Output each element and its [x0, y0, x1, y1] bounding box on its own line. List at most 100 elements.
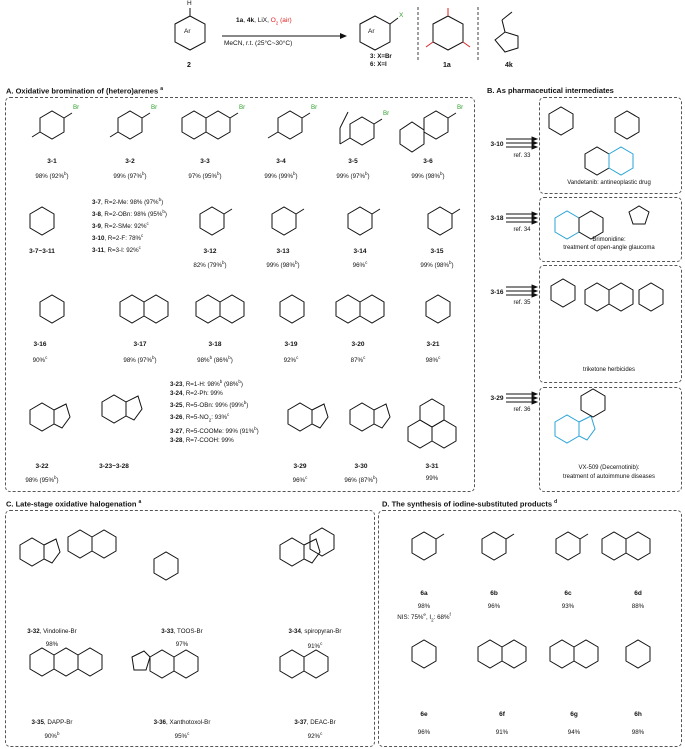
iodo-yield: 98% — [417, 603, 431, 610]
iodo-id: 6b — [490, 590, 498, 597]
label-4k: 4k — [505, 62, 513, 69]
compound-id: 3-1 — [47, 158, 57, 165]
late-stage-name: 3-33, TOOS-Br — [161, 628, 203, 635]
compound-id: 3-17 — [133, 341, 147, 348]
iodo-id: 6e — [420, 711, 428, 718]
compound-yield: 99% (98%b) — [420, 260, 454, 270]
compound-id: 3-20 — [351, 341, 365, 348]
substrate-h: H — [187, 0, 192, 7]
iodo-yield: 96% — [417, 729, 431, 736]
pharma-ref: ref. 33 — [513, 153, 531, 159]
br-label: Br — [239, 104, 246, 111]
compound-id: 3-19 — [284, 341, 298, 348]
compound-id: 3-4 — [276, 158, 286, 165]
substrate-label: 2 — [187, 62, 191, 69]
iodo-yield: 98% — [631, 729, 645, 736]
section-a-title: A. Oxidative bromination of (hetero)aren… — [6, 86, 163, 96]
compound-yield: 99% (98%b) — [411, 171, 445, 181]
list-3-23-3-28: 3-23, R=1-H: 98%b (98%b) 3-24, R=2-Ph: 9… — [170, 379, 259, 445]
compound-id: 3-22 — [35, 463, 49, 470]
iodo-note: NIS: 75%e, I2: 68%f — [397, 612, 451, 623]
conditions-bottom: MeCN, r.t. (25°C~30°C) — [224, 40, 293, 47]
compound-yield: 99% (99%b) — [264, 171, 298, 181]
iodo-yield: 88% — [631, 603, 645, 610]
row2-structures — [29, 206, 461, 236]
compound-yield: 99% (98%b) — [266, 260, 300, 270]
compound-id: 3-15 — [430, 248, 444, 255]
br-label: Br — [73, 104, 80, 111]
iodo-yield: 91% — [495, 729, 509, 736]
pharma-caption: triketone herbicides — [582, 367, 636, 373]
section-d-title: D. The synthesis of iodine-substituted p… — [382, 499, 558, 509]
late-stage-name: 3-37, DEAC-Br — [294, 719, 336, 726]
pharma-box — [539, 197, 682, 262]
br-label: Br — [457, 104, 464, 111]
compound-yield: 96%c — [352, 260, 368, 270]
late-stage-yield: 95%c — [174, 731, 190, 741]
product-x: X — [399, 12, 404, 19]
pharma-id: 3-10 — [490, 141, 504, 148]
compound-yield: 90%c — [32, 355, 48, 365]
br-label: Br — [383, 110, 390, 117]
compound-yield: 97% (95%b) — [188, 171, 222, 181]
compound-yield: 82% (79%b) — [193, 260, 227, 270]
pharma-id: 3-29 — [490, 395, 504, 402]
section-d-box — [378, 510, 682, 747]
reaction-scheme — [174, 7, 519, 62]
compound-yield: 96% (87%b) — [344, 475, 378, 485]
compound-id: 3-5 — [348, 158, 358, 165]
late-stage-name: 3-36, Xanthotoxol-Br — [153, 719, 211, 726]
compound-id: 3-7~3-11 — [29, 248, 55, 255]
iodo-id: 6g — [570, 711, 578, 718]
compound-id: 3-31 — [425, 463, 439, 470]
pharma-caption: Vandetanib: antineoplastic drug — [567, 180, 651, 186]
row4-structures — [29, 394, 457, 449]
compound-id: 3-14 — [353, 248, 367, 255]
pharma-id: 3-18 — [490, 215, 504, 222]
pharma-box — [539, 387, 682, 492]
compound-id: 3-21 — [426, 341, 440, 348]
late-stage-structures — [19, 527, 335, 679]
conditions-top: 1a, 4k, LiX, O2 (air) — [236, 17, 292, 26]
product-3-label: 3: X=Br — [370, 53, 392, 60]
pharma-ref: ref. 34 — [513, 227, 531, 233]
compound-yield: 99% (97%b) — [336, 171, 370, 181]
section-c-title: C. Late-stage oxidative halogenation a — [6, 499, 142, 509]
compound-id: 3-3 — [200, 158, 210, 165]
compound-id: 3-16 — [33, 341, 47, 348]
compound-yield: 87%c — [350, 355, 366, 365]
pharma-arrows — [506, 136, 539, 405]
compound-yield: 98% (95%b) — [25, 475, 59, 485]
iodo-id: 6f — [499, 711, 505, 718]
pharma-structures — [548, 106, 664, 444]
late-stage-name: 3-32, Vindoline-Br — [27, 628, 77, 635]
late-stage-yield: 90%b — [44, 731, 60, 741]
row1-structures — [31, 110, 457, 153]
late-stage-yield: 98% — [45, 641, 59, 648]
compound-yield: 92%c — [283, 355, 299, 365]
compound-id: 3-23~3-28 — [99, 463, 129, 470]
list-3-7-3-11: 3-7, R=2-Me: 98% (97%b) 3-8, R=2-OBn: 98… — [92, 197, 167, 255]
pharma-caption: VX-509 (Decernotinib): — [578, 465, 640, 471]
iodo-structures — [411, 531, 651, 669]
compound-yield: 98%b (86%b) — [197, 355, 233, 365]
br-label: Br — [311, 104, 318, 111]
pharma-id: 3-16 — [490, 289, 504, 296]
compound-id: 3-13 — [276, 248, 290, 255]
section-b-title: B. As pharmaceutical intermediates — [487, 86, 614, 95]
section-c-box — [5, 510, 375, 747]
iodo-id: 6h — [634, 711, 642, 718]
iodo-id: 6d — [634, 590, 642, 597]
iodo-yield: 93% — [561, 603, 575, 610]
iodo-id: 6c — [564, 590, 572, 597]
pharma-ref: ref. 35 — [513, 300, 531, 306]
compound-yield: 98% (97%b) — [123, 355, 157, 365]
compound-yield: 98% (92%b) — [35, 171, 69, 181]
section-a-box — [5, 97, 475, 492]
compound-id: 3-2 — [125, 158, 135, 165]
iodo-yield: 96% — [487, 603, 501, 610]
late-stage-name: 3-34, spiropyran-Br — [288, 628, 342, 635]
row3-structures — [39, 294, 451, 324]
product-6-label: 6: X=I — [370, 61, 387, 68]
pharma-caption: Brimonidine: — [592, 237, 626, 243]
